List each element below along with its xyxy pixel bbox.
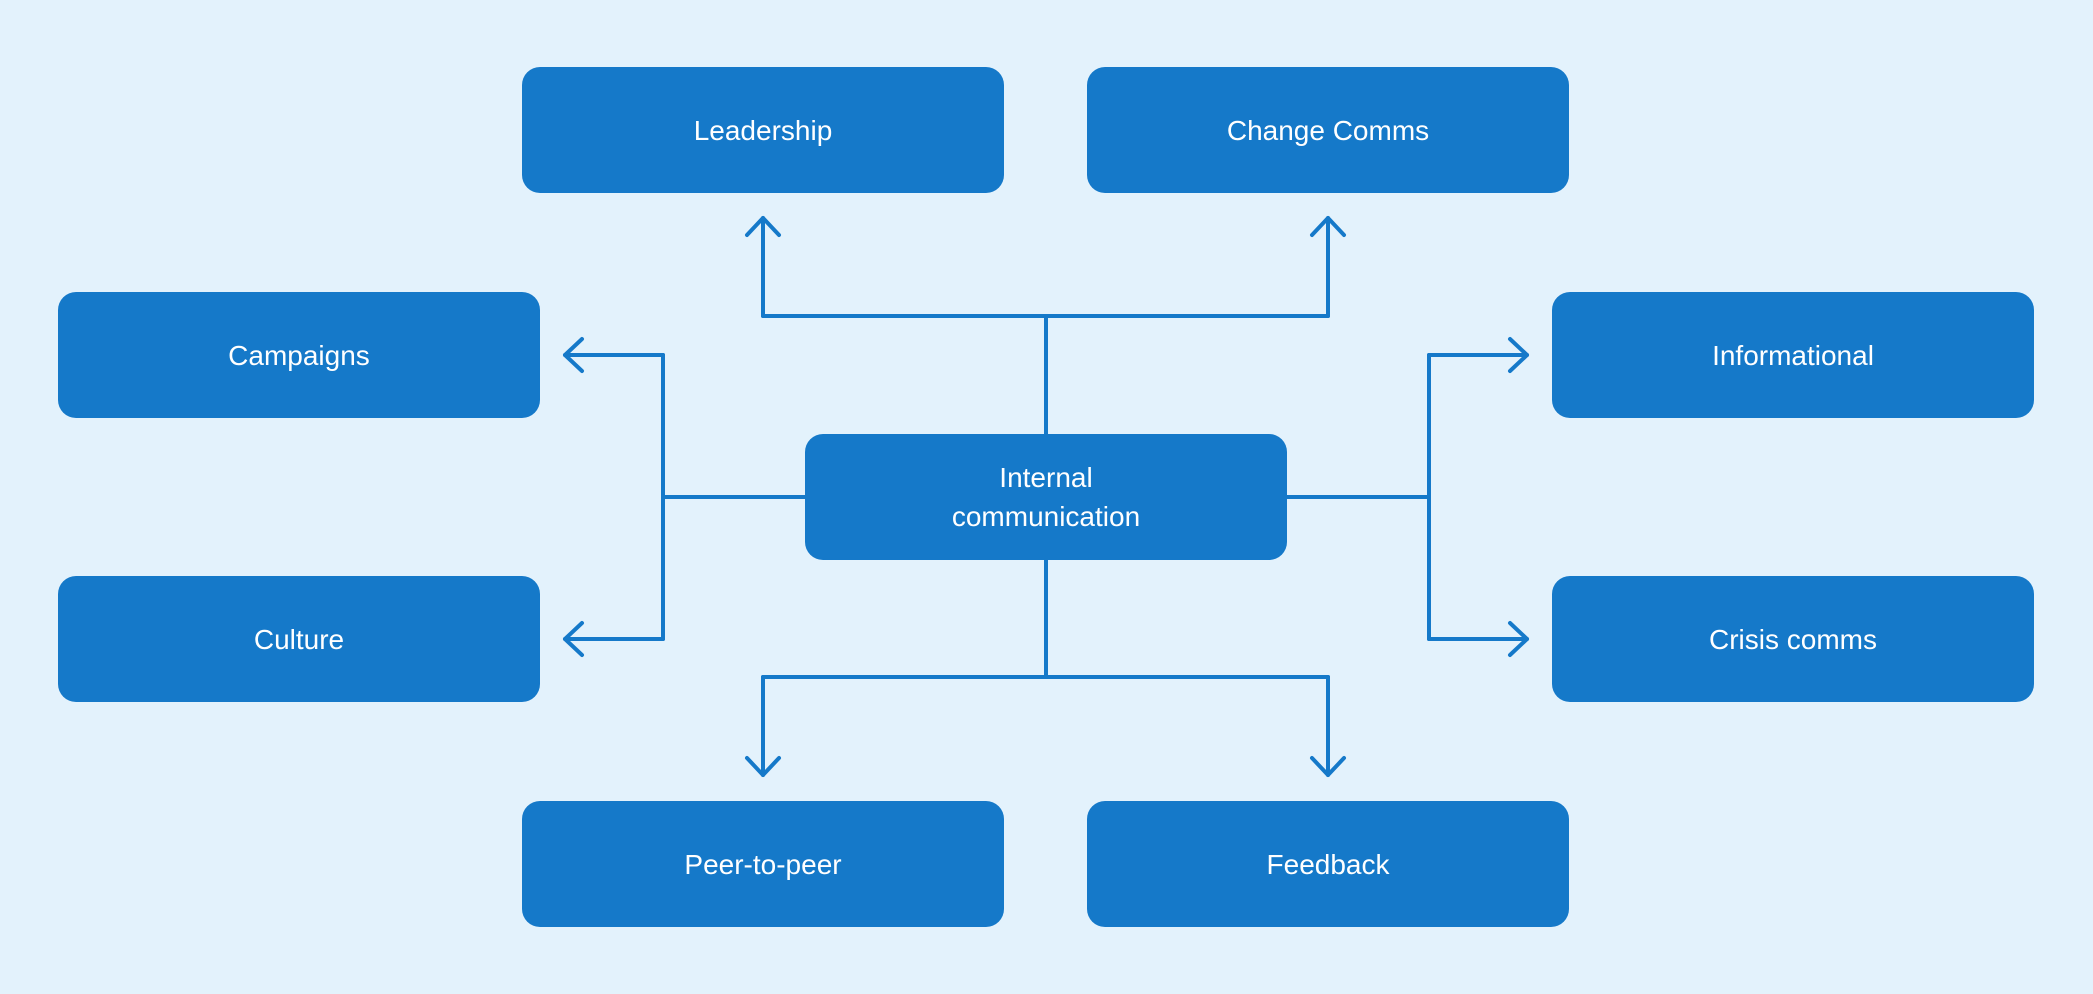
center-node: Internal communication: [805, 434, 1287, 560]
arrowhead-leadership: [745, 216, 781, 237]
node-change-comms-label: Change Comms: [1226, 114, 1430, 146]
node-leadership: Leadership: [522, 67, 1004, 193]
node-culture: Culture: [58, 576, 540, 702]
node-peer-to-peer-label: Peer-to-peer: [684, 848, 842, 880]
center-node-label: Internal communication: [951, 462, 1141, 532]
arrowhead-campaigns: [563, 337, 584, 373]
arrowhead-feedback: [1310, 756, 1346, 777]
node-campaigns-label: Campaigns: [228, 339, 370, 371]
node-crisis-comms: Crisis comms: [1552, 576, 2034, 702]
arrowhead-change-comms: [1310, 216, 1346, 237]
node-campaigns: Campaigns: [58, 292, 540, 418]
node-feedback: Feedback: [1087, 801, 1569, 927]
node-informational: Informational: [1552, 292, 2034, 418]
arrowhead-informational: [1508, 337, 1529, 373]
node-leadership-label: Leadership: [693, 114, 833, 146]
node-crisis-comms-label: Crisis comms: [1709, 623, 1877, 655]
node-peer-to-peer: Peer-to-peer: [522, 801, 1004, 927]
arrowhead-culture: [563, 621, 584, 657]
arrowhead-crisis-comms: [1508, 621, 1529, 657]
node-feedback-label: Feedback: [1266, 848, 1390, 880]
arrowhead-peer-to-peer: [745, 756, 781, 777]
node-culture-label: Culture: [253, 623, 345, 655]
node-informational-label: Informational: [1712, 339, 1874, 371]
node-change-comms: Change Comms: [1087, 67, 1569, 193]
